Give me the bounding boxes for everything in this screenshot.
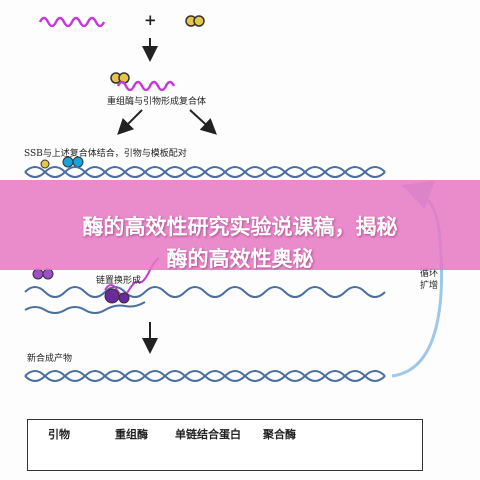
arrow-right [189, 109, 217, 135]
primer-strand-complex [116, 80, 176, 92]
displaced-strand [24, 301, 146, 314]
label-recombinase-primer-complex: 重组酶与引物形成复合体 [107, 97, 207, 107]
polymerase-icon-step3 [104, 288, 130, 304]
primer-strand-top [38, 16, 106, 28]
plus-sign: + [144, 11, 157, 29]
primer-strand-step3 [104, 257, 160, 296]
banner-title-line1: 酶的高效性研究实验说课稿，揭秘 [82, 215, 398, 239]
banner-title-line2: 酶的高效性奥秘 [166, 247, 314, 271]
legend-box [27, 419, 423, 471]
label-strand-displacement: 链置换形成 [96, 276, 142, 286]
recombinase-icon-top [185, 15, 205, 27]
dna-helix-step3 [24, 286, 386, 298]
arrow-left [117, 109, 143, 135]
dna-helix-step2b [24, 166, 386, 178]
dna-helix-productb [24, 370, 386, 382]
label-ssb-binding: SSB与上述复合体结合，引物与模板配对 [24, 149, 187, 159]
legend-polymerase-label: 聚合酶 [263, 428, 296, 441]
legend-recombinase-label: 重组酶 [115, 428, 148, 441]
label-new-product: 新合成产物 [27, 354, 73, 364]
legend-ssb-label: 单链结合蛋白 [175, 428, 241, 441]
label-cycle-amplification: 循环扩增 [420, 269, 439, 291]
title-banner [0, 180, 480, 270]
legend-primer-label: 引物 [48, 428, 70, 441]
